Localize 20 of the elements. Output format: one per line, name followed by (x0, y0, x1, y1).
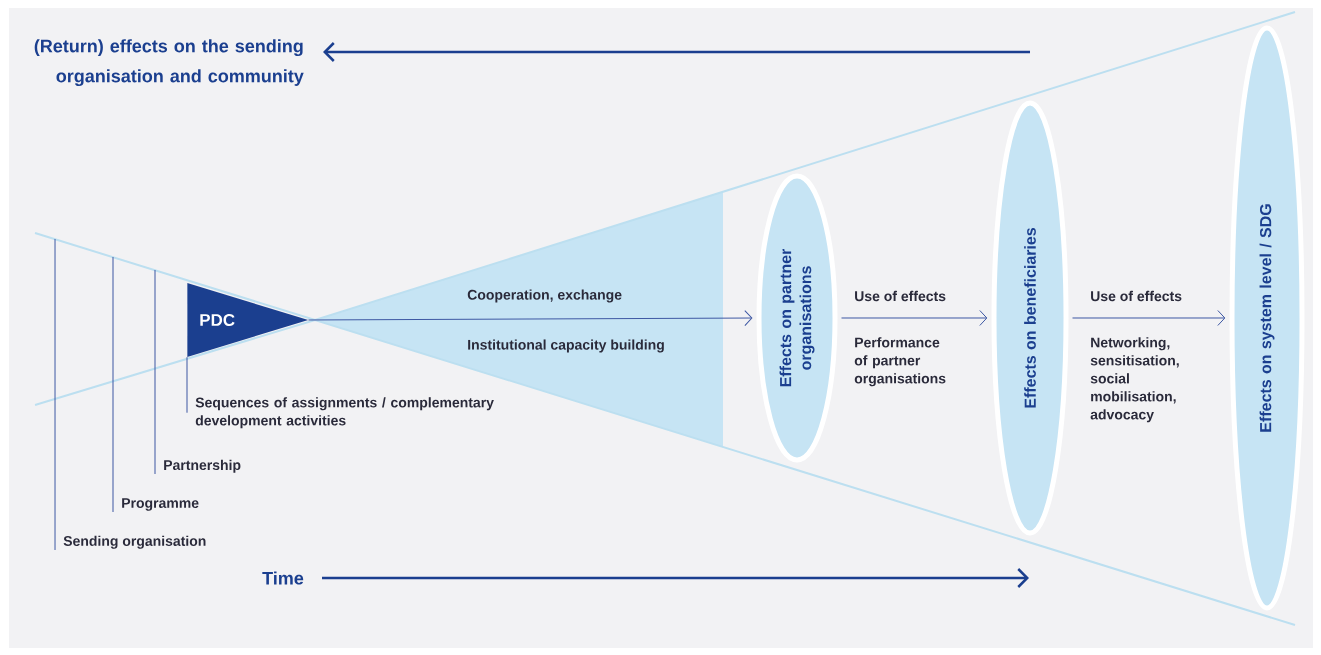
level-label: Sequences of assignments / complementary development activities (195, 397, 494, 429)
edge-label: Use of effects (1091, 290, 1182, 302)
leader-line (186, 356, 188, 414)
direction-label: (Return) effects on the sending organisation and community (34, 39, 304, 87)
level-label: Sending organisation (63, 535, 206, 549)
leader-line (112, 256, 114, 513)
level-label: Partnership (164, 459, 241, 473)
arrow (307, 310, 753, 327)
leader-line (54, 238, 56, 551)
arrow (1072, 310, 1226, 326)
pdc-triangle: PDC (187, 283, 309, 357)
arrow (841, 310, 988, 326)
leader-line (154, 269, 156, 475)
edge-label: Cooperation, exchange (467, 289, 622, 303)
flow-label: Networking, sensitisation, social mobilisation, advocacy (1090, 337, 1179, 423)
edge-label: Use of effects (855, 290, 946, 302)
direction-label: Time (262, 571, 304, 585)
level-label: Programme (122, 498, 199, 511)
flow-label: Institutional capacity building (468, 339, 664, 353)
flow-label: Performance of partner organisations (854, 337, 946, 387)
